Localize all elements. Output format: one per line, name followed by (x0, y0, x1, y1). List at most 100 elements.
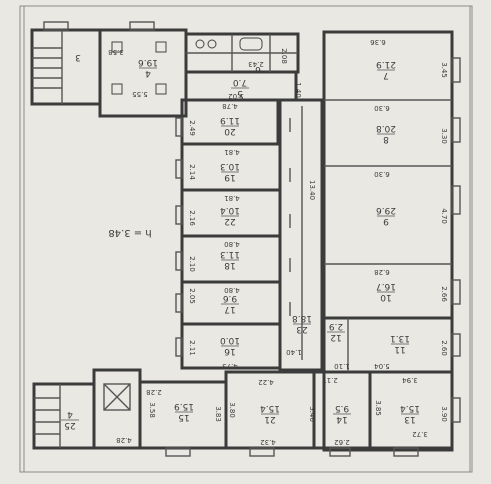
dimension-label: 1.10 (334, 362, 350, 370)
dimension-label: 4.70 (440, 208, 448, 224)
dimension-label: 6.28 (374, 268, 390, 276)
dimension-label: 4.73 (222, 362, 238, 370)
dimension-label: 6.36 (370, 38, 386, 46)
dimension-label: 4.80 (224, 286, 240, 294)
room-9: 929.6 (376, 205, 396, 226)
room-number: 12 (330, 332, 341, 342)
dimension-label: 3.94 (402, 376, 418, 384)
dimension-label: 13.40 (308, 180, 316, 200)
room-area: 15.4 (260, 403, 280, 413)
dimension-label: 2.49 (188, 120, 196, 136)
room-area: 11.3 (220, 249, 240, 259)
room-number: 23 (296, 324, 307, 334)
dimension-label: 3.45 (440, 62, 448, 78)
room-area: 15.9 (174, 401, 194, 411)
dimension-label: 2.17 (322, 376, 338, 384)
dimension-label: 6.30 (374, 104, 390, 112)
room-number: 25 (64, 420, 75, 430)
dimension-label: 2.08 (280, 48, 288, 64)
room-number: 4 (145, 68, 151, 78)
room-number: 20 (224, 126, 236, 136)
dimension-label: 6.30 (374, 170, 390, 178)
dimension-label: 2.05 (188, 288, 196, 304)
room-area: 10.0 (220, 335, 240, 345)
dimension-label: 4.28 (116, 436, 132, 444)
room-number: 18 (224, 260, 236, 270)
room-area: 10.3 (220, 161, 240, 171)
ceiling-height-label: h = 3.48 (108, 227, 151, 238)
dimension-label: 3.72 (412, 430, 428, 438)
room-area: 4 (67, 409, 73, 419)
room-7: 721.9 (376, 59, 396, 80)
room-number: 22 (224, 216, 235, 226)
dimension-label: 5.55 (132, 90, 148, 98)
room-area: 20.8 (376, 123, 396, 133)
room-3: 3 (75, 52, 81, 62)
room-17: 179.6 (221, 293, 239, 314)
dimension-label: 5.02 (228, 92, 244, 100)
room-number: 10 (380, 292, 392, 302)
dimension-label: 2.62 (334, 438, 350, 446)
dimension-label: 4.81 (224, 148, 240, 156)
dimension-label: 2.11 (188, 340, 196, 356)
dimension-label: 2.43 (248, 60, 264, 68)
room-number: 21 (264, 414, 275, 424)
room-number: 8 (383, 134, 389, 144)
room-5: 57.0 (231, 77, 249, 98)
room-number: 11 (394, 344, 405, 354)
room-number: 6 (255, 64, 261, 74)
room-25: 254 (61, 409, 79, 430)
room-area: 19.6 (138, 57, 158, 67)
dimension-label: 3.80 (228, 402, 236, 418)
dimension-label: 4.22 (258, 378, 274, 386)
dimension-label: 4.80 (224, 240, 240, 248)
dimension-label: 4.78 (222, 102, 238, 110)
dimension-label: 1.40 (286, 348, 302, 356)
dimension-label: 2.66 (440, 286, 448, 302)
room-number: 17 (224, 304, 235, 314)
room-area: 18.8 (292, 313, 312, 323)
dimension-label: 2.10 (188, 256, 196, 272)
dimension-label: 2.28 (146, 388, 162, 396)
room-area: 10.4 (220, 205, 240, 215)
room-12: 122.9 (327, 321, 345, 342)
room-4: 419.6 (138, 57, 158, 78)
dimension-label: 3.85 (374, 400, 382, 416)
dimension-label: 3.46 (308, 406, 316, 422)
dimension-label: 2.14 (188, 164, 196, 180)
room-area: 2.9 (329, 321, 344, 331)
room-number: 19 (224, 172, 236, 182)
dimension-label: 4.81 (224, 194, 240, 202)
room-number: 3 (75, 52, 81, 62)
room-number: 16 (224, 346, 236, 356)
room-number: 9 (383, 216, 389, 226)
dimension-label: 2.60 (440, 340, 448, 356)
room-6: 6 (255, 64, 261, 74)
room-area: 16.7 (376, 281, 396, 291)
room-14: 149.5 (333, 403, 351, 424)
dimension-label: 3.83 (214, 406, 222, 422)
room-area: 11.9 (220, 115, 240, 125)
dimension-label: 5.04 (374, 362, 390, 370)
dimension-label: 2.16 (188, 210, 196, 226)
room-number: 5 (237, 88, 243, 98)
room-8: 820.8 (376, 123, 396, 144)
room-area: 9.5 (335, 403, 349, 413)
dimension-label: 3.30 (440, 128, 448, 144)
dimension-label: 3.90 (440, 406, 448, 422)
room-area: 7.0 (233, 77, 248, 87)
dimension-label: 3.58 (148, 402, 156, 418)
room-area: 29.6 (376, 205, 396, 215)
room-area: 15.4 (400, 403, 420, 413)
